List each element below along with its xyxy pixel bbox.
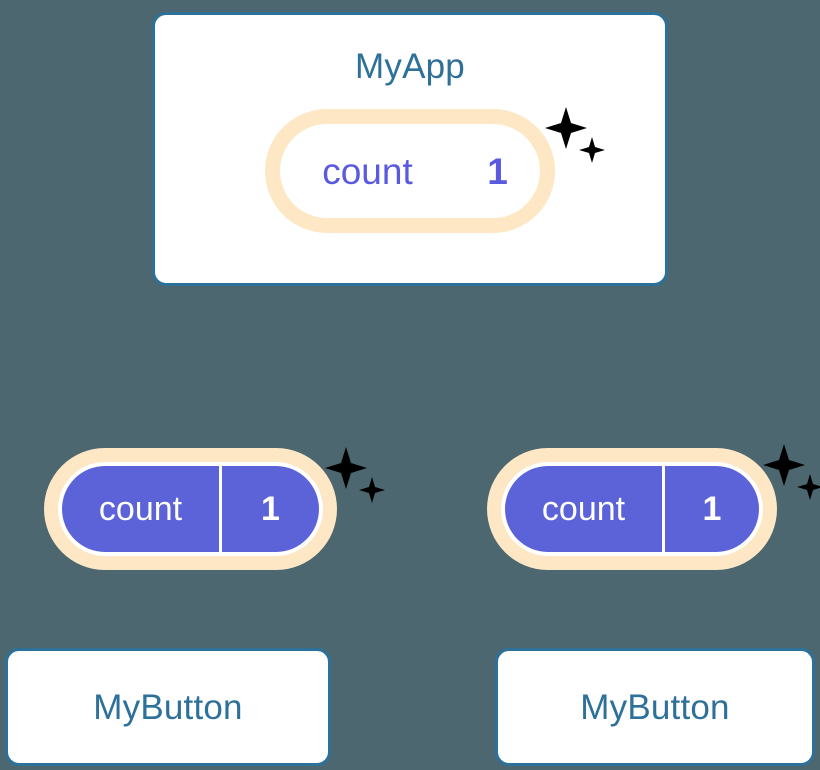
component-card-mybutton-left[interactable]: MyButton: [5, 648, 331, 766]
component-card-mybutton-right[interactable]: MyButton: [495, 648, 815, 766]
state-pill-body: count 1: [505, 466, 759, 552]
state-key-label: count: [322, 150, 413, 192]
state-pill-body: count 1: [62, 466, 319, 552]
component-title-myapp: MyApp: [355, 47, 465, 86]
connector-branch-left: [195, 355, 410, 450]
state-pill-myapp[interactable]: count 1: [265, 109, 555, 233]
state-pill-body: count 1: [280, 124, 540, 218]
arrowhead-left: [168, 608, 216, 638]
state-pill-mybutton-left[interactable]: count 1: [44, 448, 337, 570]
connector-branch-right: [410, 355, 635, 450]
state-pill-mybutton-right[interactable]: count 1: [487, 448, 777, 570]
state-value-label: 1: [487, 150, 508, 192]
component-title-mybutton-right: MyButton: [580, 687, 730, 727]
arrowhead-right: [609, 608, 657, 638]
component-title-mybutton-left: MyButton: [93, 687, 243, 727]
state-value-label: 1: [662, 466, 759, 552]
state-key-label: count: [98, 490, 183, 528]
state-key-label: count: [541, 490, 626, 528]
state-value-label: 1: [219, 466, 319, 552]
